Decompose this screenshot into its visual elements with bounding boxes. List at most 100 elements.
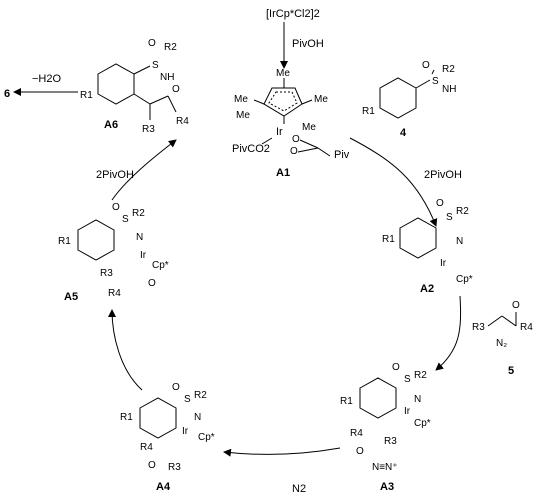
svg-text:O: O xyxy=(112,202,120,213)
a6-label: A6 xyxy=(104,119,118,131)
reagent4-r1: R1 xyxy=(362,106,375,117)
a2-cp: Cp* xyxy=(456,274,473,285)
complex-a2: S O R2 N Ir Cp* R1 A2 xyxy=(382,198,473,295)
reagent4-label: 4 xyxy=(400,127,407,139)
a3-iridium: Ir xyxy=(404,406,411,417)
svg-text:NH: NH xyxy=(160,72,174,83)
a5-iridium: Ir xyxy=(140,250,147,261)
a4-r3: R3 xyxy=(168,462,181,473)
complex-a5: S O R2 N Ir Cp* R1 R3 R4 O A5 xyxy=(58,202,169,303)
a6-r2: R2 xyxy=(164,42,177,53)
a4-cp: Cp* xyxy=(198,432,215,443)
a1-iridium: Ir xyxy=(276,126,283,138)
a1-me-left: Me xyxy=(234,94,248,105)
svg-text:O: O xyxy=(292,134,300,145)
arrow-a1-to-a2 xyxy=(349,137,438,227)
a3-cp: Cp* xyxy=(414,418,431,429)
release-pivoh-right: 2PivOH xyxy=(424,169,462,181)
a5-r3: R3 xyxy=(100,268,113,279)
a4-r1: R1 xyxy=(120,412,133,423)
svg-text:NH: NH xyxy=(442,84,456,95)
a1-me-lower-left: Me xyxy=(236,110,250,121)
complex-a4: S O R2 N Ir Cp* R1 R4 R3 O A4 xyxy=(120,382,215,493)
svg-text:O: O xyxy=(148,38,156,49)
a5-benzene xyxy=(77,219,115,261)
arrow-a2-to-a3 xyxy=(435,295,462,371)
a4-benzene xyxy=(139,397,177,439)
product6-label: 6 xyxy=(4,88,10,100)
a4-label: A4 xyxy=(156,481,171,493)
svg-text:O: O xyxy=(436,198,444,209)
additive-label: PivOH xyxy=(292,38,324,50)
a6-r4: R4 xyxy=(176,116,189,127)
svg-text:N₂: N₂ xyxy=(496,338,507,349)
a4-iridium: Ir xyxy=(182,426,189,437)
a3-benzene xyxy=(359,377,397,419)
a2-r2: R2 xyxy=(456,206,469,217)
arrow-a5-to-a6 xyxy=(111,139,177,201)
svg-text:O: O xyxy=(148,460,156,471)
reagent-5: R3 O R4 N₂ 5 xyxy=(472,300,533,377)
svg-text:S: S xyxy=(432,76,439,87)
reagent5-r4: R4 xyxy=(520,322,533,333)
svg-text:N: N xyxy=(414,394,421,405)
arrow-a3-to-a4 xyxy=(223,447,341,457)
compound-a6: S O R2 NH R1 O R3 R4 A6 xyxy=(80,38,189,135)
svg-text:O: O xyxy=(392,362,400,373)
complex-a1: Me Me Me Me Me Ir PivCO2 O O Piv A1 xyxy=(232,68,350,179)
a4-r4: R4 xyxy=(140,442,153,453)
arrow-a4-to-a5 xyxy=(108,309,143,391)
reagent5-r3: R3 xyxy=(472,322,485,333)
svg-text:N: N xyxy=(456,236,463,247)
reagent-4: S O R2 NH R1 4 xyxy=(362,60,456,139)
svg-text:O: O xyxy=(172,382,180,393)
a3-r4: R4 xyxy=(350,428,363,439)
a1-me-lower-right: Me xyxy=(302,122,316,133)
a1-pivco2: PivCO2 xyxy=(232,143,270,155)
a5-cp: Cp* xyxy=(152,260,169,271)
a5-r2: R2 xyxy=(132,208,145,219)
a3-r3: R3 xyxy=(384,436,397,447)
complex-a3: S O R2 N Ir Cp* R1 R4 R3 O N≡N⁺ A3 xyxy=(340,362,431,493)
a6-benzene xyxy=(97,63,135,105)
svg-text:N: N xyxy=(136,232,143,243)
svg-text:O: O xyxy=(512,300,520,311)
cp-aromatic xyxy=(268,91,298,112)
a2-benzene xyxy=(399,217,437,259)
a4-r2: R2 xyxy=(194,390,207,401)
a2-r1: R1 xyxy=(382,234,395,245)
a6-r3: R3 xyxy=(142,124,155,135)
a3-label: A3 xyxy=(380,481,394,493)
a5-r1: R1 xyxy=(58,236,71,247)
a5-label: A5 xyxy=(64,291,78,303)
svg-text:O: O xyxy=(148,278,156,289)
cp-ring xyxy=(263,87,303,117)
consume-pivoh-left: 2PivOH xyxy=(96,169,134,181)
svg-text:O: O xyxy=(422,60,430,71)
water-loss-label: −H2O xyxy=(32,73,61,85)
a2-label: A2 xyxy=(420,283,434,295)
svg-text:N: N xyxy=(194,412,201,423)
svg-text:N≡N⁺: N≡N⁺ xyxy=(372,462,398,473)
a1-me-right: Me xyxy=(314,94,328,105)
a2-iridium: Ir xyxy=(440,258,447,269)
a1-label: A1 xyxy=(276,167,290,179)
svg-text:O: O xyxy=(356,446,364,457)
reagent5-label: 5 xyxy=(508,365,514,377)
n2-release-label: N2 xyxy=(292,483,306,495)
svg-text:O: O xyxy=(172,84,180,95)
a3-r2: R2 xyxy=(414,370,427,381)
svg-text:S: S xyxy=(446,212,453,223)
svg-text:O: O xyxy=(290,146,298,157)
a5-r4: R4 xyxy=(108,288,121,299)
reagent4-benzene xyxy=(379,77,417,119)
svg-text:S: S xyxy=(152,60,159,71)
a1-me-top: Me xyxy=(276,68,290,79)
catalyst-precursor: [IrCp*Cl2]2 xyxy=(266,8,320,20)
a6-r1: R1 xyxy=(80,90,93,101)
a1-piv: Piv xyxy=(334,149,350,161)
a3-r1: R1 xyxy=(340,396,353,407)
svg-text:S: S xyxy=(184,394,191,405)
